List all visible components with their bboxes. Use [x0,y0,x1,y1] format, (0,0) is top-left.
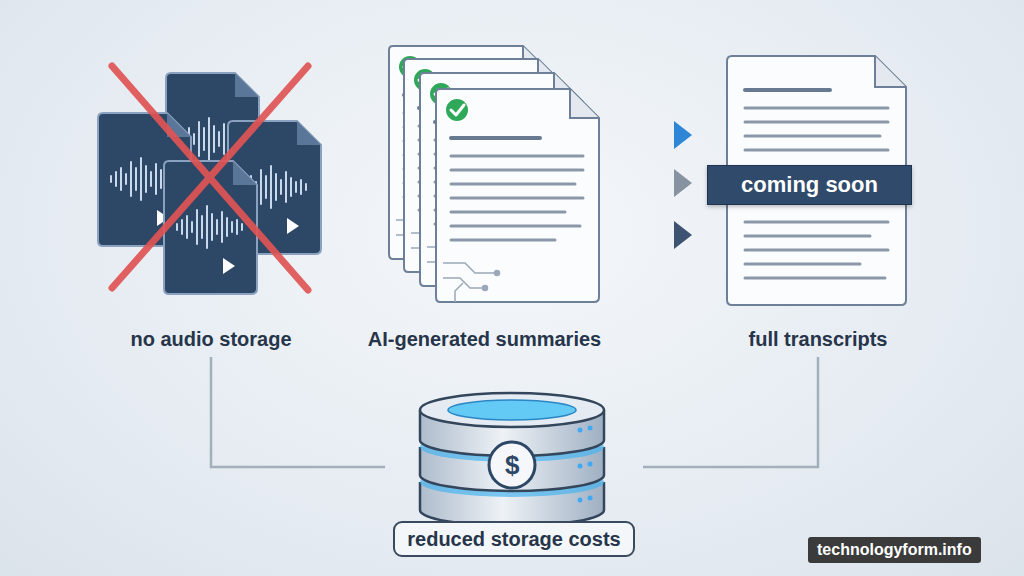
banner-text: coming soon [741,173,878,197]
illustration-group: AI-generated summaries [354,55,615,351]
illustration-group: full transcripts coming soon [700,55,936,351]
illustration-group: no audio storage [78,55,344,351]
caption-box: reduced storage costs [393,521,634,557]
watermark: technologyform.info [808,537,981,563]
flow-arrow [628,221,692,249]
connector-line [643,357,818,467]
flow-arrow [628,121,692,149]
flow-arrow [628,169,692,197]
status-banner: coming soon [707,165,912,205]
caption: no audio storage [78,327,344,351]
currency-symbol: $ [505,450,519,481]
caption: full transcripts [700,327,936,351]
connector-line [211,357,385,467]
caption: AI-generated summaries [354,327,615,351]
